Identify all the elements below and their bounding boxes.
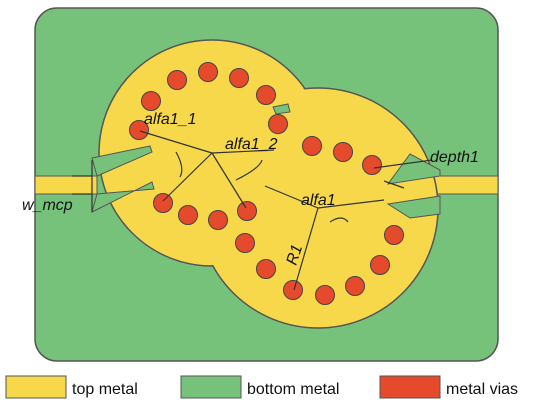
metal-via (141, 91, 161, 111)
metal-via (256, 259, 276, 279)
metal-via (302, 136, 322, 156)
legend-swatch-bottom-metal (180, 375, 242, 399)
metal-via (153, 193, 173, 213)
legend: top metal bottom metal metal vias (5, 375, 518, 399)
label-depth1: depth1 (430, 149, 479, 166)
metal-via (315, 285, 335, 305)
label-alfa1-2: alfa1_2 (225, 136, 278, 153)
metal-vias (129, 62, 404, 305)
metal-via (208, 210, 228, 230)
label-r1: R1 (284, 243, 306, 268)
metal-via (283, 280, 303, 300)
metal-via (235, 233, 255, 253)
metal-via (129, 120, 149, 140)
metal-via (333, 142, 353, 162)
label-w-mcp: w_mcp (22, 197, 73, 214)
left-feed-line (34, 175, 98, 195)
label-alfa1: alfa1 (301, 192, 336, 209)
metal-via (237, 201, 257, 221)
metal-via (268, 114, 288, 134)
coupling-slots (91, 145, 441, 219)
metal-via (345, 276, 365, 296)
legend-label-bottom-metal: bottom metal (247, 381, 339, 398)
metal-via (370, 255, 390, 275)
metal-via (178, 205, 198, 225)
metal-via (362, 155, 382, 175)
legend-swatch-top-metal (5, 375, 67, 399)
metal-via (198, 62, 218, 82)
legend-label-top-metal: top metal (72, 381, 138, 398)
metal-via (384, 225, 404, 245)
metal-via (229, 68, 249, 88)
legend-swatch-metal-vias (379, 375, 441, 399)
label-alfa1-1: alfa1_1 (144, 111, 197, 128)
dimension-lines (72, 130, 433, 291)
inter-cavity-slots (272, 103, 291, 115)
legend-label-metal-vias: metal vias (446, 381, 518, 398)
metal-via (167, 70, 187, 90)
metal-via (256, 85, 276, 105)
